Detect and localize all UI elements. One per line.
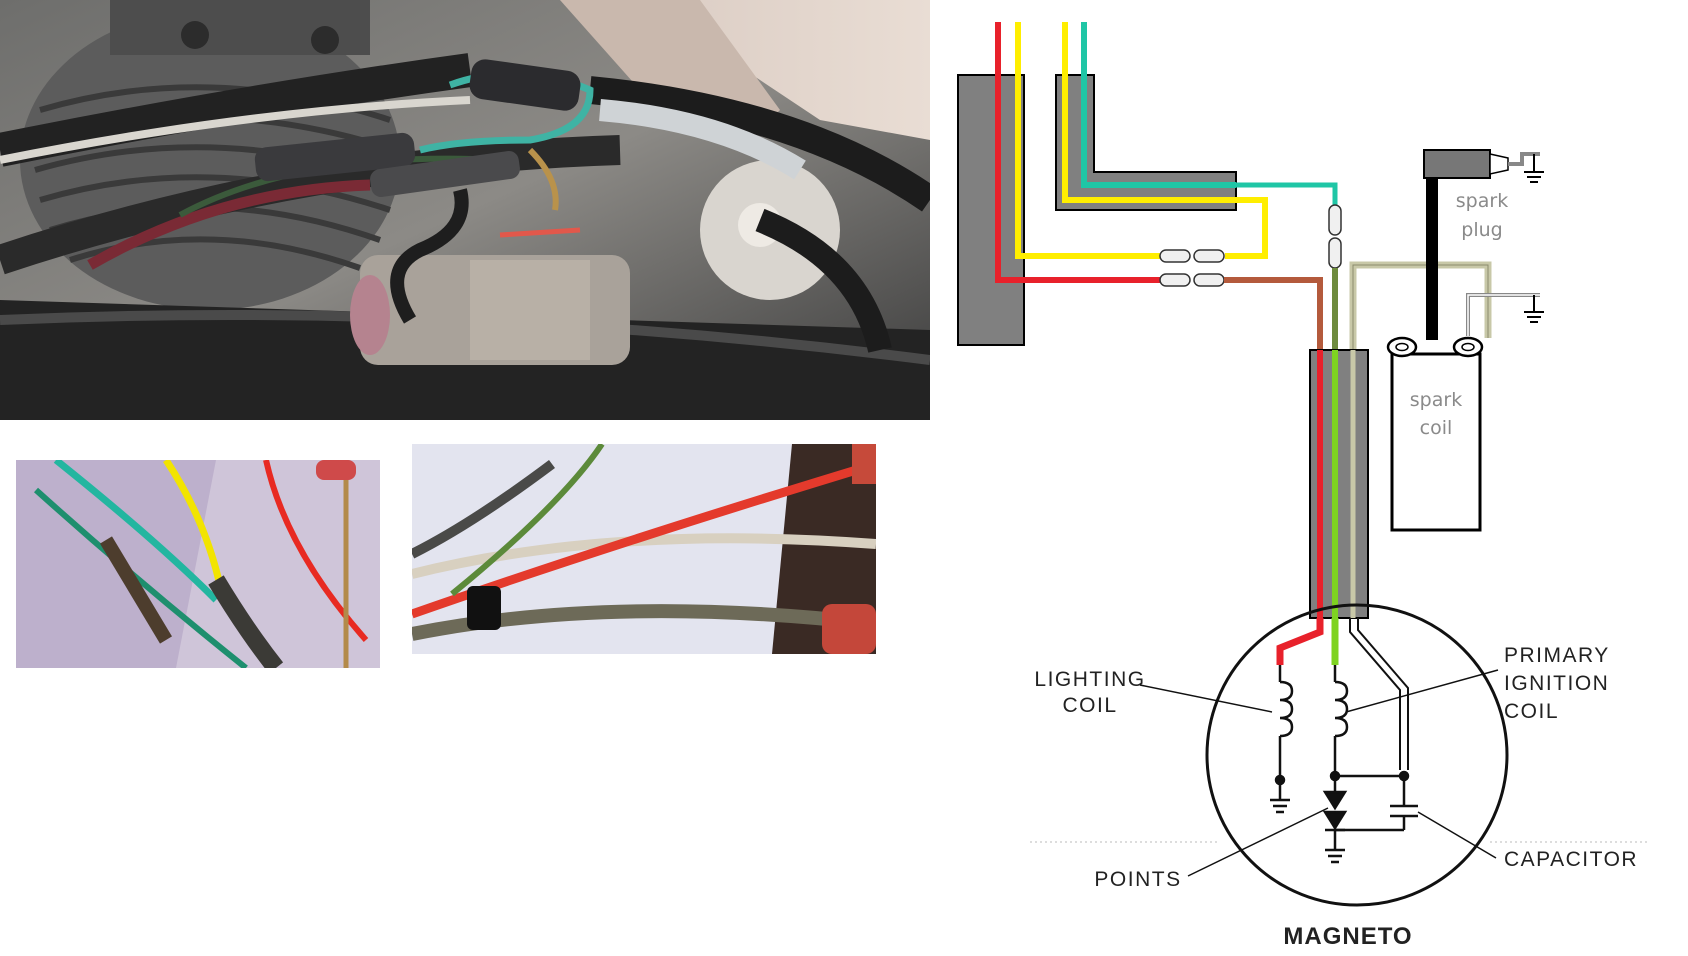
teal-wire-out <box>1236 182 1338 205</box>
spark-coil: spark coil <box>1386 336 1484 532</box>
primary-coil-label-3: COIL <box>1504 700 1559 723</box>
spark-coil-label-2: coil <box>1420 417 1453 439</box>
brown-wire <box>1224 277 1323 350</box>
wire-closeup-left <box>16 460 380 668</box>
magneto-circle <box>1205 603 1509 907</box>
upper-harness <box>1055 74 1237 211</box>
spark-plug-label-2: plug <box>1461 219 1502 241</box>
points-symbol <box>1322 790 1404 864</box>
teal-wire-harness <box>1081 22 1236 188</box>
capacitor-label: CAPACITOR <box>1504 848 1638 871</box>
yellow-wire-harness <box>1062 22 1236 203</box>
yellow-wire-out <box>1225 197 1268 259</box>
spark-plug-label-1: spark <box>1456 190 1508 212</box>
red-wire-left <box>995 22 1160 283</box>
primary-coil-label-2: IGNITION <box>1504 672 1609 695</box>
capacitor-symbol <box>1390 776 1418 830</box>
lighting-coil-label-1: LIGHTING <box>1034 668 1145 691</box>
wire-closeup-right <box>412 444 876 654</box>
spark-plug: spark plug <box>1423 149 1544 241</box>
lighting-coil-label-2: COIL <box>1062 694 1117 717</box>
lighting-coil-symbol <box>1270 680 1294 814</box>
yellow-wire-left <box>1015 22 1160 259</box>
wiring-diagram: spark plug spark coil LIGHTING COIL PRIM… <box>957 22 1650 950</box>
spark-coil-label-1: spark <box>1410 389 1462 411</box>
left-connector-block <box>957 74 1025 346</box>
points-label: POINTS <box>1094 868 1181 891</box>
primary-coil-label-1: PRIMARY <box>1504 644 1610 667</box>
magneto-label: MAGNETO <box>1283 923 1412 950</box>
engine-wiring-photo <box>0 0 930 420</box>
bullet-connectors <box>1159 204 1342 287</box>
